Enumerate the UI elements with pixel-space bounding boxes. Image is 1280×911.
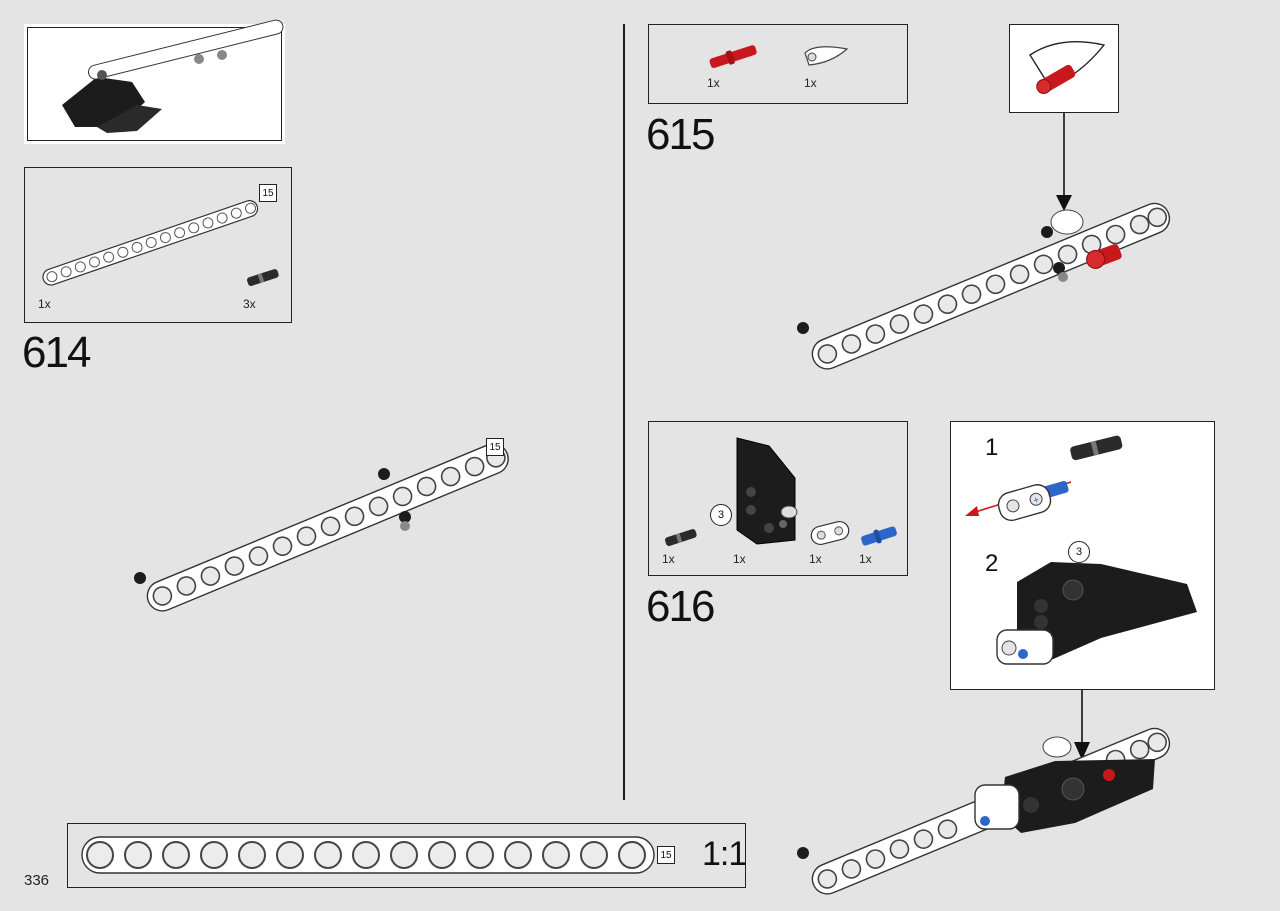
subassembly-callout-number: 3: [1068, 541, 1090, 563]
step-616-parts-box: 3 1x 1x 1x 1x: [648, 421, 908, 576]
scale-label: 1:1: [702, 835, 747, 873]
step-614-assembly-illustration: [134, 443, 509, 612]
panel-qty: 1x: [733, 552, 746, 566]
insert-arrow-615: [1056, 113, 1072, 211]
pin-qty-616: 1x: [662, 552, 675, 566]
beam-qty: 1x: [38, 297, 51, 311]
step-615-assembly-illustration: [797, 202, 1171, 370]
pin-part-icon: [247, 269, 279, 286]
substep-number-2: 2: [985, 550, 999, 577]
pin-qty: 3x: [243, 297, 256, 311]
step-number-616: 616: [646, 582, 715, 631]
blue-pin-part-icon: [861, 526, 897, 546]
blue-pin-qty: 1x: [859, 552, 872, 566]
insert-arrow-616: [1074, 690, 1090, 760]
step-614-parts-box: 15 1x 3x: [24, 167, 292, 323]
beam-scale-ruler: 15 1:1: [67, 823, 747, 888]
connector-qty: 1x: [809, 552, 822, 566]
white-tooth-qty: 1x: [804, 76, 817, 90]
white-tooth-icon: [804, 46, 849, 66]
subassembly-illustration: +: [965, 435, 1197, 665]
white-connector-part-icon: [810, 520, 850, 546]
page-divider: [623, 24, 625, 800]
step-616-subassembly-box: 1 2 + 3: [950, 421, 1215, 690]
step-number-615: 615: [646, 110, 715, 159]
assembly-length-badge-614: 15: [486, 438, 504, 456]
ruler-length-badge: 15: [657, 846, 675, 864]
page-number: 336: [24, 872, 50, 889]
previous-assembly-preview: [24, 19, 285, 144]
red-pin-tooth-detail-illustration: [1029, 40, 1106, 94]
red-axle-pin-icon: [709, 45, 757, 69]
beam-length-badge: 15: [259, 184, 277, 202]
panel-callout-number: 3: [710, 504, 732, 526]
beam-15-part-icon: [42, 200, 259, 286]
pin-part-icon: [665, 529, 697, 546]
beam-15-full-scale: [81, 836, 655, 874]
step-615-parts-box: 1x 1x: [648, 24, 908, 104]
red-pin-qty: 1x: [707, 76, 720, 90]
black-panel-part-icon: [736, 437, 798, 545]
step-616-assembly-illustration: [797, 727, 1171, 895]
step-615-detail-callout: [1009, 24, 1119, 113]
step-number-614: 614: [22, 328, 91, 377]
substep-number-1: 1: [985, 434, 999, 461]
previous-assembly-illustration: [62, 19, 284, 133]
svg-text:+: +: [1032, 495, 1041, 507]
